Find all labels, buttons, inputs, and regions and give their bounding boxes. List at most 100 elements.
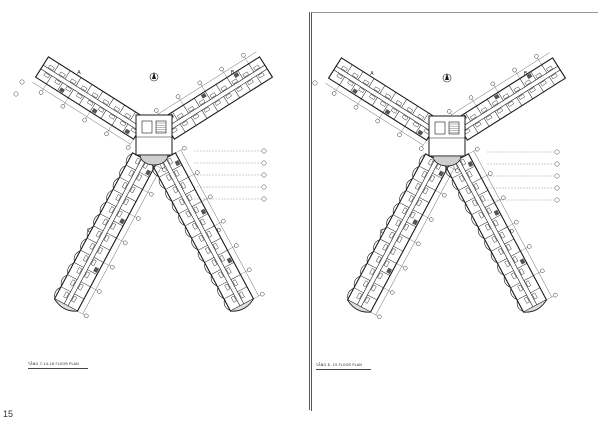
- room-partition: [406, 221, 417, 228]
- grid-line: [188, 173, 196, 178]
- grid-line: [422, 214, 430, 219]
- room-partition: [217, 249, 228, 256]
- bathroom: [524, 79, 531, 86]
- balcony-bay: [165, 190, 172, 202]
- room-partition: [484, 233, 495, 240]
- bathroom: [540, 80, 547, 87]
- grid-line: [214, 221, 222, 226]
- balcony-bay: [458, 191, 465, 203]
- wing-outline: [53, 152, 157, 312]
- grid-line: [335, 84, 340, 92]
- grid-bubble: [261, 184, 267, 190]
- bathroom: [480, 107, 488, 113]
- bathroom: [362, 280, 369, 288]
- hatched-area: [493, 209, 500, 216]
- grid-bubble: [241, 53, 246, 58]
- room-partition: [100, 110, 107, 119]
- room-partition: [458, 185, 469, 191]
- bathroom: [473, 183, 480, 190]
- wing-end-rounded: [230, 298, 254, 312]
- bathroom: [396, 235, 403, 243]
- hatched-area: [58, 87, 65, 94]
- corridor-wall: [360, 160, 440, 308]
- room-partition: [415, 124, 422, 134]
- room-partition: [204, 257, 215, 263]
- room-partition: [89, 103, 96, 112]
- bathroom: [225, 93, 232, 99]
- building-wing: [447, 52, 567, 141]
- balcony-bay: [379, 227, 387, 239]
- bathroom: [199, 218, 206, 226]
- hatched-area: [493, 93, 500, 100]
- grid-bubble: [234, 243, 239, 248]
- hatched-area: [200, 208, 207, 215]
- balcony-bay: [451, 178, 459, 191]
- grid-bubble: [403, 265, 408, 271]
- balcony-bay: [366, 251, 374, 263]
- bathroom: [232, 279, 239, 287]
- building-wing: [53, 152, 167, 319]
- room-partition: [226, 77, 233, 86]
- bathroom: [90, 259, 97, 267]
- grid-line: [107, 125, 112, 133]
- balcony-bay: [86, 226, 94, 238]
- wing-tag: B: [231, 70, 235, 76]
- room-partition: [477, 221, 488, 228]
- bathroom: [369, 268, 376, 276]
- bathroom: [484, 223, 491, 231]
- bathroom: [198, 99, 206, 106]
- grid-bubble: [554, 185, 560, 191]
- stair-core: [155, 120, 167, 134]
- bathroom: [497, 248, 504, 255]
- hatched-area: [200, 92, 207, 99]
- corridor-wall: [40, 68, 139, 132]
- bathroom: [97, 247, 104, 254]
- hatched-area: [519, 258, 526, 265]
- grid-bubble: [261, 148, 267, 154]
- room-partition: [484, 202, 495, 208]
- room-partition: [399, 202, 410, 208]
- room-partition: [339, 76, 345, 86]
- grid-bubble: [123, 240, 128, 246]
- stair-core: [448, 121, 460, 135]
- room-partition: [217, 281, 228, 288]
- bathroom: [384, 93, 392, 100]
- bathroom: [181, 120, 189, 127]
- bathroom: [178, 198, 185, 206]
- corridor-wall: [43, 64, 142, 128]
- room-partition: [523, 275, 534, 281]
- bathroom: [116, 210, 123, 218]
- room-partition: [510, 250, 521, 257]
- grid-line: [515, 71, 521, 79]
- grid-bubble: [126, 145, 131, 150]
- bathroom: [341, 65, 348, 72]
- room-partition: [490, 245, 501, 252]
- bathroom: [59, 71, 66, 78]
- room-partition: [172, 111, 178, 121]
- grid-line: [77, 311, 85, 316]
- bathroom: [466, 170, 473, 178]
- grid-bubble: [527, 244, 532, 249]
- balcony-bay: [510, 288, 517, 300]
- wing-outline: [444, 153, 548, 313]
- bathroom: [471, 199, 478, 207]
- room-partition: [425, 185, 436, 191]
- room-partition: [516, 294, 527, 301]
- grid-bubble: [390, 290, 395, 295]
- grid-line: [400, 126, 405, 134]
- grid-bubble: [377, 314, 382, 320]
- grid-bubble: [154, 108, 159, 113]
- room-partition: [412, 105, 418, 115]
- grid-bubble: [261, 196, 267, 202]
- grid-bubble: [13, 91, 19, 97]
- bathroom: [492, 219, 499, 227]
- room-partition: [80, 249, 91, 256]
- bathroom: [458, 175, 465, 182]
- grid-line: [240, 270, 248, 275]
- room-partition: [471, 209, 482, 216]
- bathroom: [496, 107, 504, 114]
- bathroom: [510, 272, 517, 280]
- grid-bubble: [468, 95, 474, 100]
- corridor-wall: [166, 64, 265, 128]
